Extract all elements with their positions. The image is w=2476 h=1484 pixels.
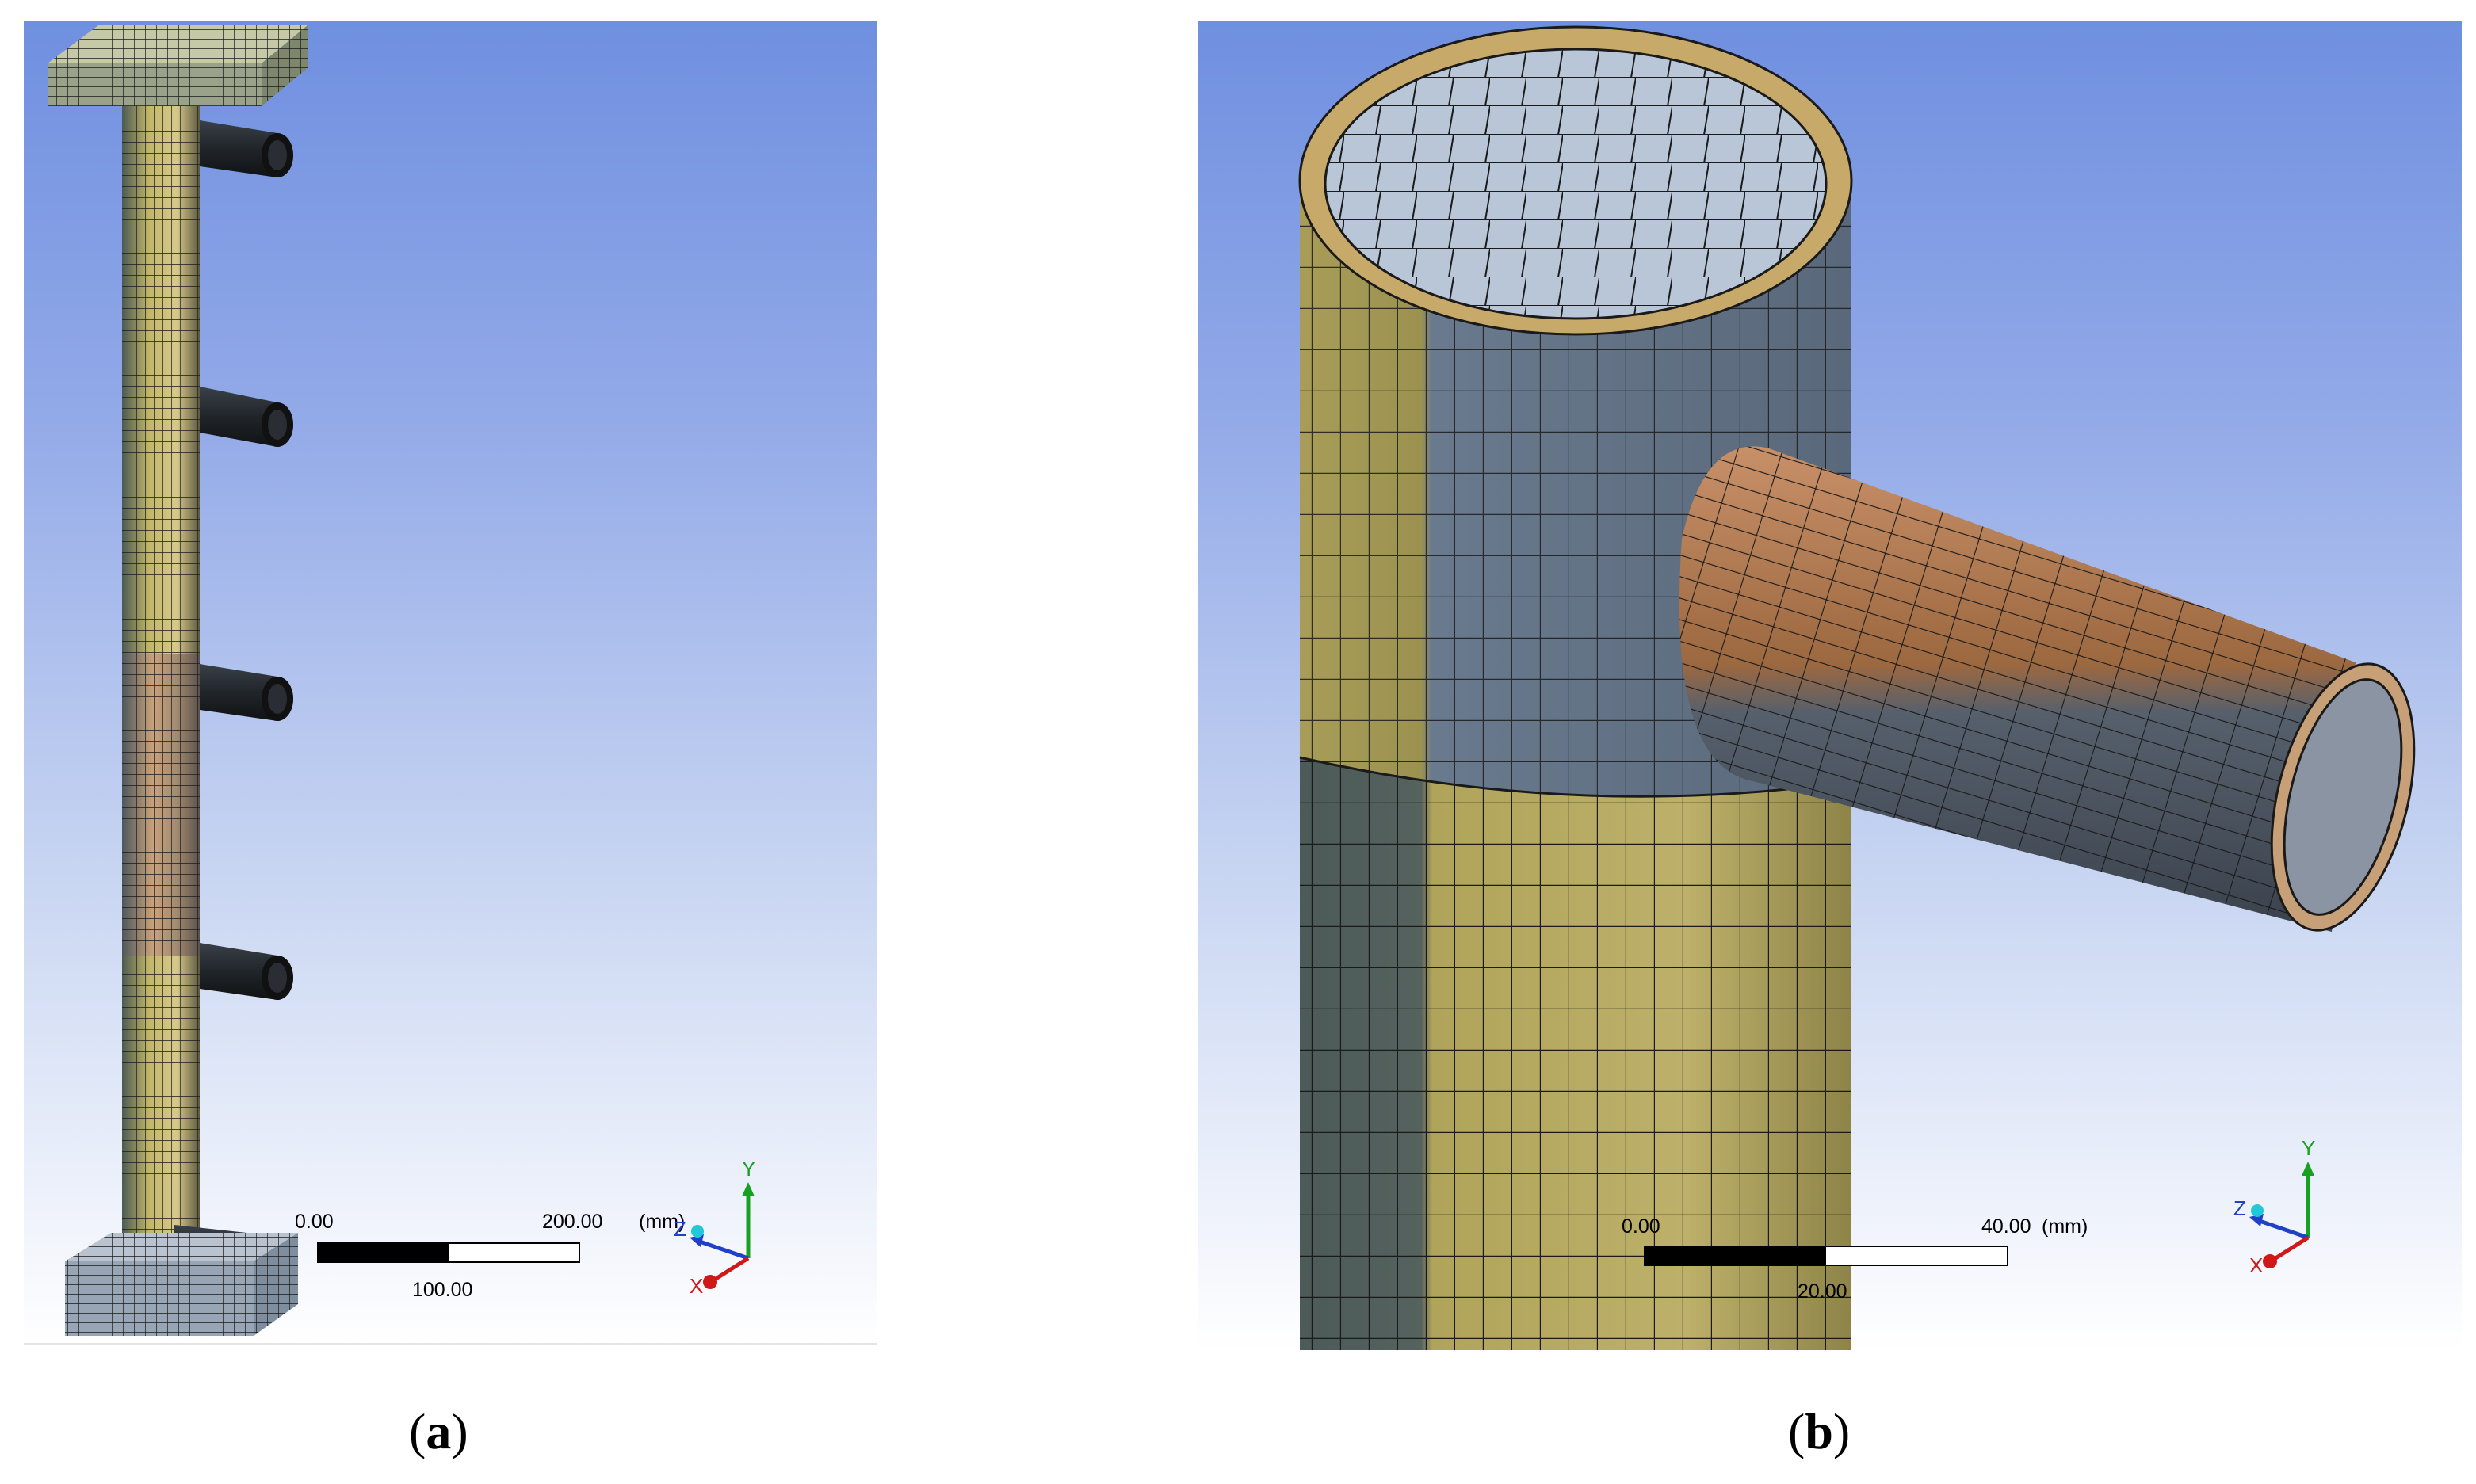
scale-unit-label: (mm): [2042, 1215, 2088, 1238]
bottom-plate: [65, 1233, 298, 1336]
scale-bar-graphic: [1644, 1246, 2008, 1266]
axis-triad-icon[interactable]: Y Z X: [658, 1130, 800, 1296]
scale-end-label: 40.00: [1981, 1215, 2031, 1238]
triad-z-label: Z: [674, 1217, 686, 1241]
top-plate: [48, 25, 308, 106]
triad-y-label: Y: [2302, 1136, 2315, 1160]
scale-start-label: 0.00: [1622, 1215, 1660, 1238]
viewport-a[interactable]: 0.00 200.00 (mm) 100.00 Y Z X: [24, 21, 877, 1345]
viewport-b[interactable]: 0.00 40.00 (mm) 20.00 Y Z X: [1198, 21, 2462, 1350]
scale-mid-label: 100.00: [412, 1279, 473, 1301]
column-top-face: [1298, 25, 1853, 336]
scale-bar-graphic: [317, 1242, 580, 1263]
column-body: [122, 106, 200, 1271]
triad-x-label: X: [2249, 1253, 2263, 1276]
triad-y-label: Y: [742, 1157, 755, 1181]
caption-b: (b): [1788, 1403, 1851, 1459]
mesh-model-full-column: [48, 25, 308, 1336]
caption-a: (a): [409, 1403, 468, 1459]
scale-end-label: 200.00: [542, 1211, 603, 1233]
axis-triad-icon[interactable]: Y Z X: [2218, 1109, 2360, 1276]
side-pipe: [1679, 446, 2416, 932]
scale-start-label: 0.00: [295, 1211, 334, 1233]
scale-mid-label: 20.00: [1798, 1280, 1847, 1303]
scale-unit-label: (mm): [639, 1211, 686, 1233]
mesh-model-detail-joint: [1298, 25, 2416, 1350]
triad-z-label: Z: [2233, 1196, 2246, 1220]
triad-x-label: X: [690, 1274, 703, 1296]
